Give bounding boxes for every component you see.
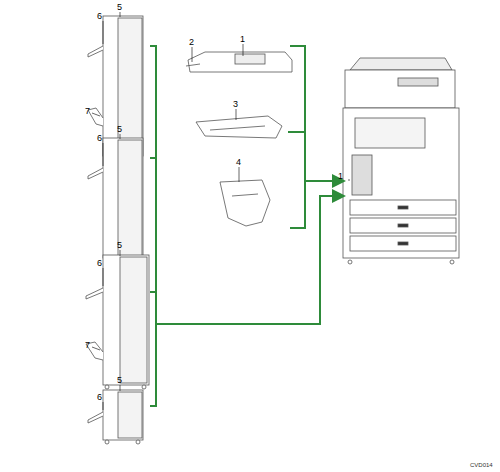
callout-number: 5: [117, 240, 122, 250]
callout-number: 3: [233, 99, 238, 109]
figure-code: CVD014: [470, 460, 493, 470]
callout-number: 1: [338, 171, 343, 181]
callout-number: 4: [236, 157, 241, 167]
callout-number: 6: [97, 11, 102, 21]
callout-number: 6: [97, 133, 102, 143]
callout-number: 1: [240, 34, 245, 44]
callout-number: 6: [97, 258, 102, 268]
callout-number: 7: [85, 340, 90, 350]
callout-number: 7: [85, 106, 90, 116]
callout-number: 5: [117, 124, 122, 134]
callout-number: 6: [97, 392, 102, 402]
callout-number: 2: [189, 37, 194, 47]
callout-number: 5: [117, 2, 122, 12]
callout-number: 5: [117, 375, 122, 385]
